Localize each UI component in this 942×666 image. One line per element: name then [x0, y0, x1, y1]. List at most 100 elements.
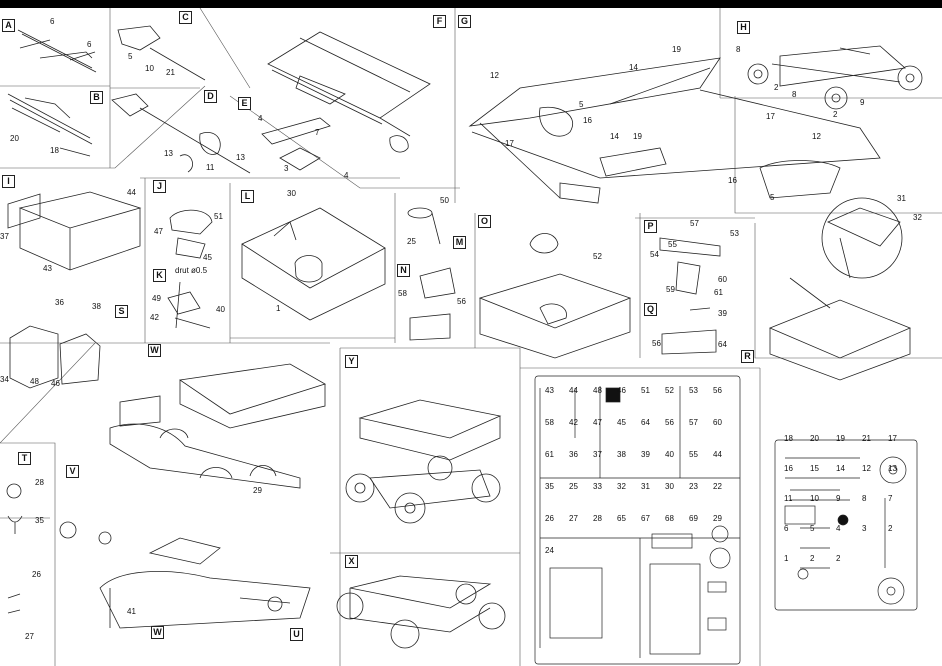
part-number: 5 [770, 193, 775, 202]
part-number: 3 [284, 164, 289, 173]
step-label-X: X [345, 555, 358, 568]
sprue-part-number: 67 [641, 514, 650, 523]
sprue-part-number: 22 [713, 482, 722, 491]
step-label-P: P [644, 220, 657, 233]
sprue-part-number: 20 [810, 434, 819, 443]
sprue-part-number: 2 [888, 524, 893, 533]
sprue-part-number: 52 [665, 386, 674, 395]
step-label-K: K [153, 269, 166, 282]
step-label-E: E [238, 97, 251, 110]
sprue-part-number: 65 [617, 514, 626, 523]
part-number: 36 [55, 298, 64, 307]
step-label-L: L [241, 190, 254, 203]
sprue-part-number: 45 [617, 418, 626, 427]
step-label-T: T [18, 452, 31, 465]
part-number: 2 [774, 83, 779, 92]
part-number: 8 [792, 90, 797, 99]
sprue-part-number: 14 [836, 464, 845, 473]
part-number: 7 [315, 128, 320, 137]
sprue-part-number: 48 [593, 386, 602, 395]
sprue-part-number: 17 [888, 434, 897, 443]
step-label-B: B [90, 91, 103, 104]
part-number: 35 [35, 516, 44, 525]
step-label-R: R [741, 350, 754, 363]
part-number: 50 [440, 196, 449, 205]
part-number: 53 [730, 229, 739, 238]
drawing-A [7, 29, 97, 157]
part-number: 25 [407, 237, 416, 246]
part-number: 47 [154, 227, 163, 236]
part-number: 14 [610, 132, 619, 141]
drawing-I [7, 191, 142, 271]
sprue-part-number: 2 [810, 554, 815, 563]
drawing-T-U [6, 483, 23, 614]
sprue-part-number: 6 [784, 524, 789, 533]
part-number: 12 [490, 71, 499, 80]
drawing-P-Q [659, 237, 721, 355]
sprue-part-number: 23 [689, 482, 698, 491]
sprue-part-number: 18 [784, 434, 793, 443]
sprue-part-number: 31 [641, 482, 650, 491]
part-number: 64 [718, 340, 727, 349]
step-label-F: F [433, 15, 446, 28]
sprue-part-number: 30 [665, 482, 674, 491]
line-art [0, 8, 942, 666]
sprue-part-number: 42 [569, 418, 578, 427]
part-number: 13 [236, 153, 245, 162]
drawing-X-Y [336, 399, 506, 649]
part-number: 6 [50, 17, 55, 26]
sprue-part-number: 9 [836, 494, 841, 503]
drawing-W [109, 363, 326, 489]
part-number: 21 [166, 68, 175, 77]
sprue-part-number: 25 [569, 482, 578, 491]
sprue-part-number: 5 [810, 524, 815, 533]
sprue-part-number: 47 [593, 418, 602, 427]
sprue-part-number: 60 [713, 418, 722, 427]
panel-dividers [0, 8, 942, 666]
sprue-part-number: 7 [888, 494, 893, 503]
sprue-part-number: 44 [713, 450, 722, 459]
part-number: 56 [457, 297, 466, 306]
sprue-part-number: 58 [545, 418, 554, 427]
sprue-part-number: 21 [862, 434, 871, 443]
step-label-A: A [2, 19, 15, 32]
part-number: 4 [344, 171, 349, 180]
part-number: 51 [214, 212, 223, 221]
part-number: 5 [128, 52, 133, 61]
drawing-G [468, 57, 881, 204]
part-number: 19 [633, 132, 642, 141]
part-number: 45 [203, 253, 212, 262]
part-number: 58 [398, 289, 407, 298]
step-label-W2: W [151, 626, 164, 639]
step-label-Y: Y [345, 355, 358, 368]
part-number: 46 [51, 379, 60, 388]
sprue-part-number: 12 [862, 464, 871, 473]
sprue-part-number: 1 [784, 554, 789, 563]
part-number: 34 [0, 375, 9, 384]
sprue-part-number: 56 [713, 386, 722, 395]
part-number: 37 [0, 232, 9, 241]
part-number: 13 [164, 149, 173, 158]
part-number: 26 [32, 570, 41, 579]
sprue-part-number: 8 [862, 494, 867, 503]
drawing-F [267, 31, 431, 153]
part-number: 17 [766, 112, 775, 121]
sprue-part-number: 26 [545, 514, 554, 523]
top-black-band [0, 0, 942, 8]
part-number: 8 [736, 45, 741, 54]
sprue-part-number: 11 [784, 494, 793, 503]
sprue-part-number: 27 [569, 514, 578, 523]
sprue-part-number: 43 [545, 386, 554, 395]
part-number: 40 [216, 305, 225, 314]
sprue-part-number: 4 [836, 524, 841, 533]
step-label-M: M [453, 236, 466, 249]
sprue-part-number: 2 [836, 554, 841, 563]
step-label-Q: Q [644, 303, 657, 316]
sprue-part-number: 46 [617, 386, 626, 395]
step-label-I: I [2, 175, 15, 188]
sprue-part-number: 24 [545, 546, 554, 555]
part-number: 6 [87, 40, 92, 49]
instruction-sheet: A B C D E F G H I J K L M N O P Q R S T … [0, 8, 942, 666]
part-number: 59 [666, 285, 675, 294]
step-label-S: S [115, 305, 128, 318]
